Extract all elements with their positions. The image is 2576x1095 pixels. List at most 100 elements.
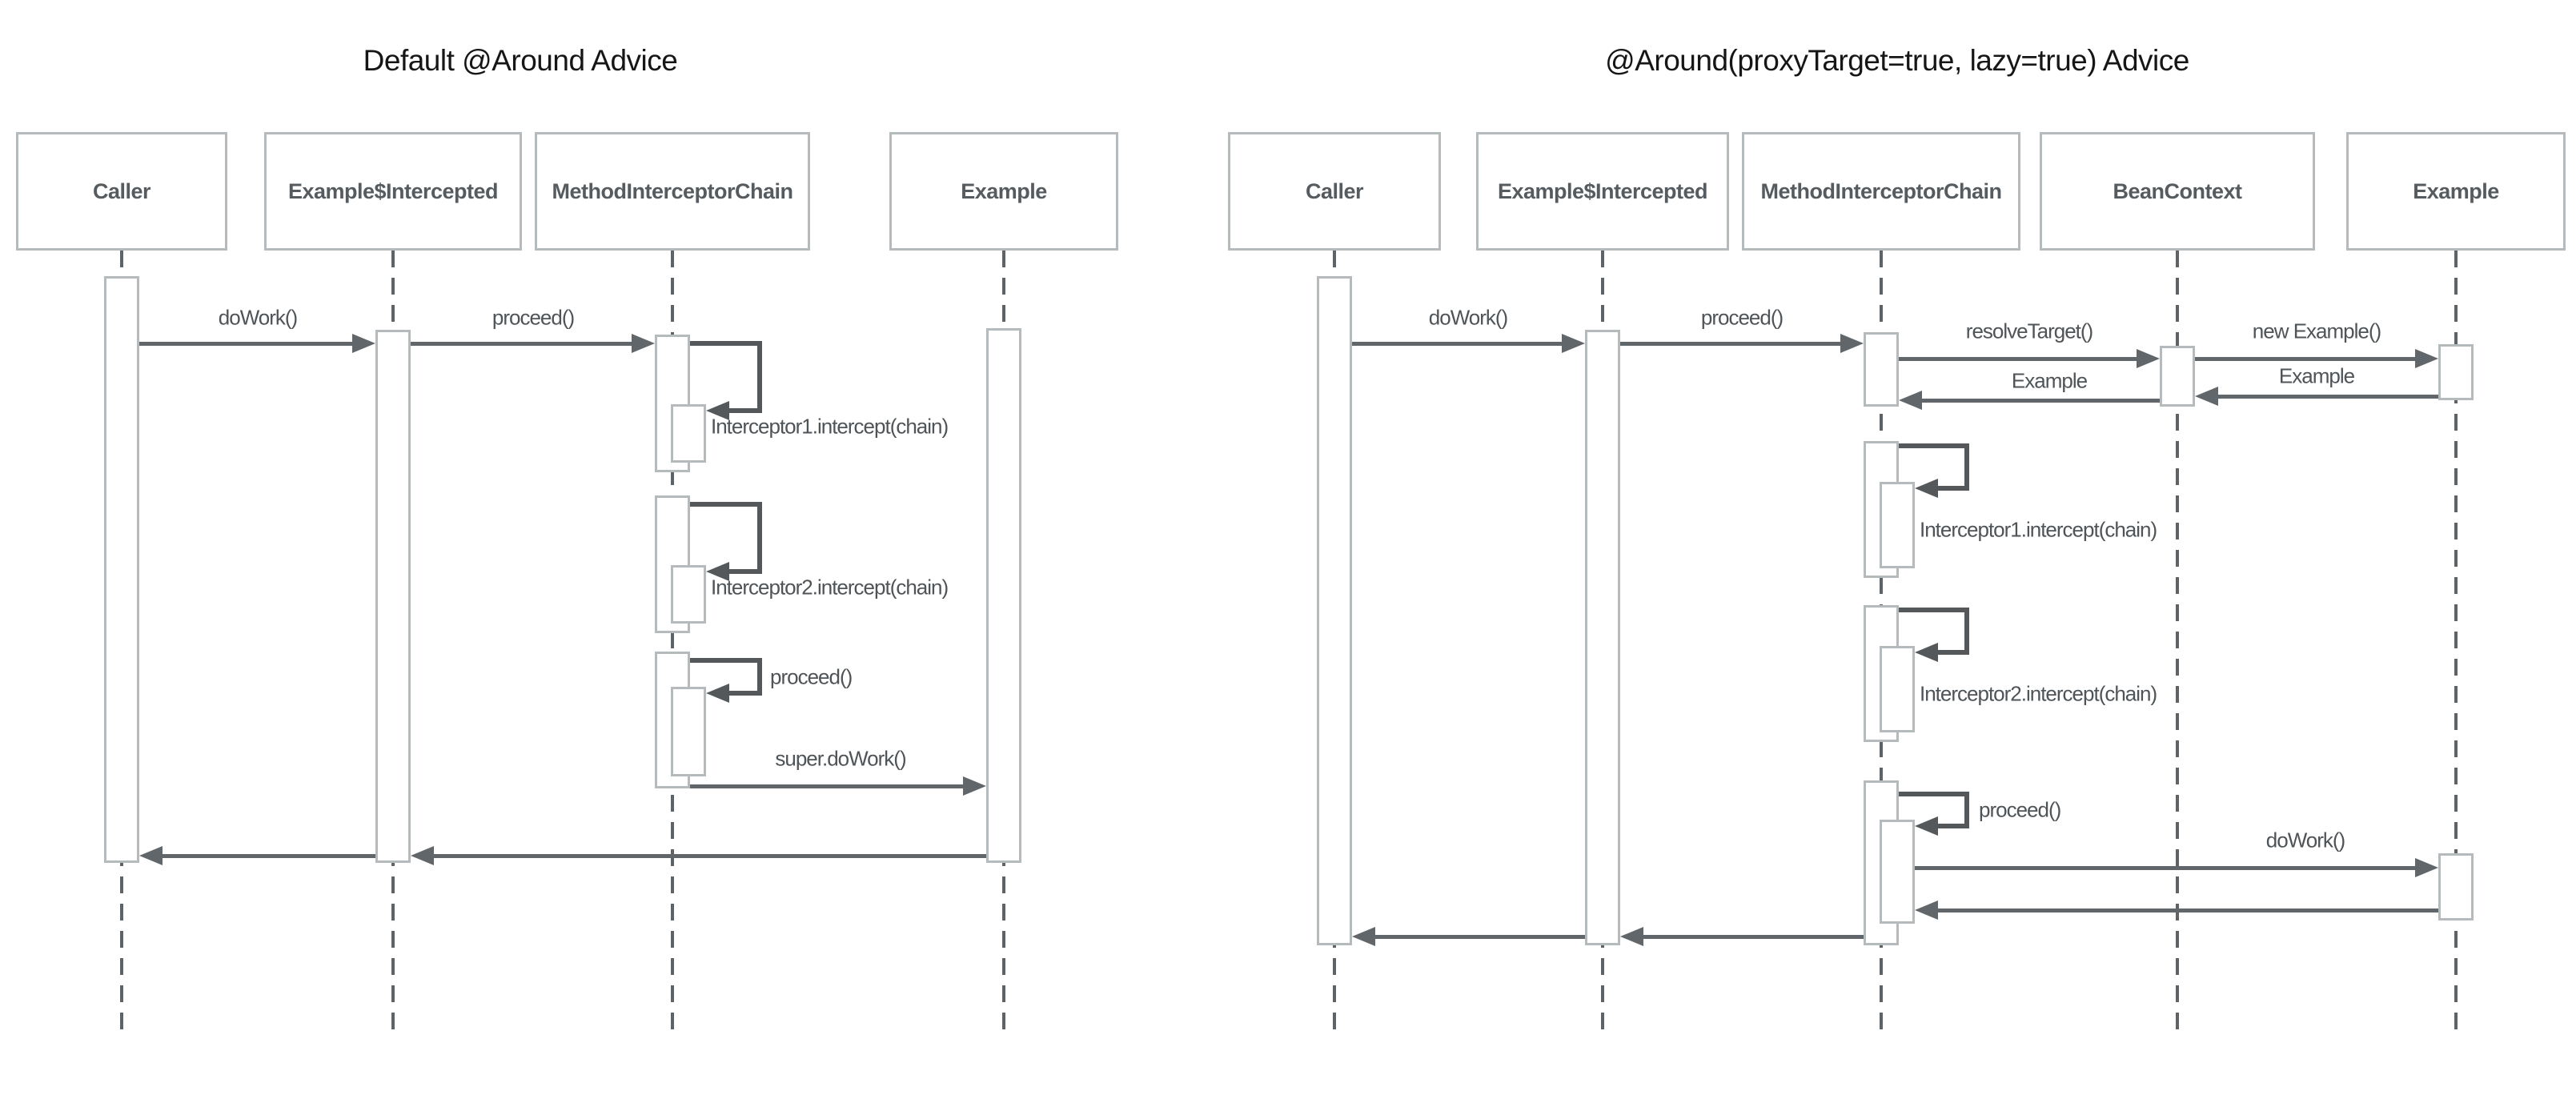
right-actor-caller-box: Caller [1228, 132, 1441, 251]
left-selfcall-proceed-self-right-line [757, 658, 762, 696]
right-diagram-title: @Around(proxyTarget=true, lazy=true) Adv… [1605, 44, 2189, 77]
right-actor-example-box: Example [2346, 132, 2566, 251]
right-actor-bean-context-box: BeanContext [2040, 132, 2315, 251]
right-msg-return-example-instance-2-arrowhead [1899, 391, 1922, 410]
right-actor-method-interceptor-chain-label: MethodInterceptorChain [1760, 178, 2002, 203]
right-msg-proceed-label: proceed() [1700, 305, 1784, 330]
left-lifeline-method-interceptor-chain [671, 251, 674, 1033]
left-bar-example-intercepted-activation [375, 330, 411, 863]
right-bar-chain-activation-resolve [1864, 332, 1899, 407]
right-msg-return-example-instance-1-arrowhead [2195, 387, 2218, 406]
left-msg-proceed-label: proceed() [492, 305, 575, 330]
left-actor-example-label: Example [961, 178, 1047, 203]
right-bar-example-intercepted-activation [1585, 330, 1620, 945]
right-selfcall-proceed-self-label: proceed() [1979, 797, 2061, 822]
left-bar-example-activation [986, 328, 1021, 863]
left-selfcall-proceed-self-top-line [690, 658, 762, 663]
right-actor-example-label: Example [2413, 178, 2499, 203]
left-selfcall-proceed-self-return-line [727, 691, 757, 696]
left-msg-super-dowork-arrowhead [963, 776, 986, 796]
right-msg-return-intercepted-to-caller-line [1373, 935, 1585, 939]
right-msg-dowork-label: doWork() [1428, 305, 1508, 330]
left-msg-proceed-arrowhead [632, 334, 655, 353]
right-selfcall-proceed-self-arrowhead [1915, 816, 1938, 836]
left-bar-caller-activation [104, 276, 139, 863]
right-selfcall-interceptor1-arrowhead [1915, 479, 1938, 498]
left-msg-dowork-label: doWork() [218, 305, 298, 330]
left-selfcall-interceptor2-arrowhead [706, 562, 729, 581]
right-msg-resolve-target-arrowhead [2137, 349, 2160, 368]
right-msg-new-example-arrowhead [2415, 349, 2438, 368]
right-lifeline-example [2454, 251, 2458, 1033]
left-msg-return-example-to-intercepted-line [431, 854, 986, 858]
left-selfcall-interceptor2-return-line [727, 569, 757, 574]
right-selfcall-interceptor2-return-line [1936, 650, 1964, 655]
right-actor-caller-label: Caller [1305, 178, 1364, 203]
left-msg-return-intercepted-to-caller-line [160, 854, 375, 858]
right-msg-proceed-arrowhead [1840, 334, 1864, 353]
left-selfcall-interceptor1-right-line [757, 341, 762, 413]
right-msg-dowork-line [1352, 342, 1564, 346]
right-selfcall-interceptor2-right-line [1964, 608, 1969, 655]
left-msg-proceed-line [411, 342, 634, 346]
left-selfcall-interceptor1-top-line [690, 341, 762, 346]
left-selfcall-proceed-self-arrowhead [706, 684, 729, 703]
right-msg-return-target-to-chain-line [1936, 908, 2438, 912]
right-msg-return-example-instance-1-label: Example [2278, 363, 2355, 388]
right-selfcall-interceptor2-label: Interceptor2.intercept(chain) [1920, 681, 2157, 706]
left-msg-dowork-arrowhead [352, 334, 375, 353]
left-msg-return-intercepted-to-caller-arrowhead [139, 846, 163, 865]
left-selfcall-interceptor1-return-line [727, 408, 757, 413]
left-actor-example-intercepted-box: Example$Intercepted [264, 132, 522, 251]
left-actor-caller-box: Caller [16, 132, 227, 251]
left-actor-method-interceptor-chain-label: MethodInterceptorChain [552, 178, 793, 203]
right-msg-return-intercepted-to-caller-arrowhead [1352, 927, 1375, 946]
right-selfcall-interceptor1-label: Interceptor1.intercept(chain) [1920, 517, 2157, 542]
left-msg-dowork-line [139, 342, 355, 346]
right-actor-bean-context-label: BeanContext [2113, 178, 2242, 203]
left-selfcall-interceptor1-label: Interceptor1.intercept(chain) [711, 414, 949, 439]
right-actor-example-intercepted-box: Example$Intercepted [1476, 132, 1729, 251]
left-selfcall-proceed-self-label: proceed() [770, 664, 853, 689]
right-msg-new-example-line [2195, 357, 2418, 361]
right-msg-dowork-arrowhead [1562, 334, 1585, 353]
right-msg-return-example-instance-2-label: Example [2011, 368, 2088, 393]
left-bar-chain-activation-1-nested [671, 404, 706, 463]
right-msg-proceed-line [1620, 342, 1843, 346]
right-selfcall-proceed-self-return-line [1936, 824, 1964, 828]
left-msg-super-dowork-label: super.doWork() [775, 746, 906, 771]
right-actor-method-interceptor-chain-box: MethodInterceptorChain [1742, 132, 2020, 251]
right-msg-resolve-target-line [1899, 357, 2139, 361]
right-bar-chain-activation-1-nested [1880, 482, 1915, 568]
right-bar-chain-activation-3-nested [1880, 820, 1915, 924]
right-msg-dowork-target-line [1915, 866, 2418, 870]
right-msg-new-example-label: new Example() [2252, 319, 2381, 343]
right-selfcall-interceptor1-right-line [1964, 443, 1969, 491]
right-msg-dowork-target-arrowhead [2415, 858, 2438, 877]
right-actor-example-intercepted-label: Example$Intercepted [1497, 178, 1708, 203]
left-selfcall-interceptor1-arrowhead [706, 401, 729, 420]
left-actor-example-intercepted-label: Example$Intercepted [287, 178, 499, 203]
right-selfcall-proceed-self-right-line [1964, 792, 1969, 828]
right-selfcall-interceptor2-arrowhead [1915, 643, 1938, 662]
right-bar-bean-context-activation [2160, 346, 2195, 407]
right-msg-resolve-target-label: resolveTarget() [1965, 319, 2093, 343]
left-msg-return-example-to-intercepted-arrowhead [411, 846, 434, 865]
right-lifeline-bean-context [2176, 251, 2179, 1033]
right-selfcall-proceed-self-top-line [1899, 792, 1969, 796]
right-msg-dowork-target-label: doWork() [2265, 828, 2345, 852]
right-msg-return-target-to-chain-arrowhead [1915, 900, 1938, 920]
left-actor-method-interceptor-chain-box: MethodInterceptorChain [535, 132, 810, 251]
right-bar-example-activation-create [2438, 344, 2474, 400]
right-msg-return-chain-to-intercepted-arrowhead [1620, 927, 1643, 946]
left-bar-chain-activation-3-nested [671, 687, 706, 776]
left-msg-super-dowork-line [690, 784, 965, 788]
right-selfcall-interceptor1-return-line [1936, 486, 1964, 491]
right-bar-chain-activation-2-nested [1880, 646, 1915, 732]
left-diagram-title: Default @Around Advice [363, 44, 678, 77]
left-bar-chain-activation-2-nested [671, 565, 706, 624]
right-selfcall-interceptor1-top-line [1899, 443, 1969, 448]
left-selfcall-interceptor2-label: Interceptor2.intercept(chain) [711, 575, 949, 600]
left-selfcall-interceptor2-top-line [690, 502, 762, 507]
